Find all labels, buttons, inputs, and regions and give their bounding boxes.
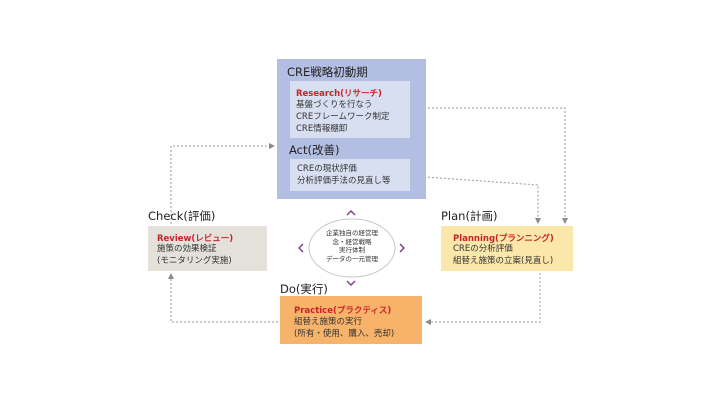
plan-lines: CREの分析評価 組替え施策の立案(見直し) [453,243,553,267]
research-box [290,81,410,138]
chevron-left-icon [298,243,304,253]
center-line: 企業独自の経営理 [326,229,378,237]
do-title: Practice(プラクティス) [294,306,392,316]
do-label: Do(実行) [280,282,328,296]
research-line: CREフレームワーク制定 [296,112,390,122]
check-title: Review(レビュー) [157,234,234,244]
plan-line: CREの分析評価 [453,244,513,254]
check-box [148,226,267,271]
act-lines: CREの現状評価 分析評価手法の見直し等 [297,163,391,187]
chevron-right-icon [399,243,405,253]
center-line: データの一元管理 [326,254,378,263]
research-lines: 基盤づくりを行なう CREフレームワーク制定 CRE情報棚卸 [296,99,389,135]
center-line: 実行体制 [339,246,365,254]
center-text: 企業独自の経営理 念・経営戦略 実行体制 データの一元管理 [309,229,395,263]
center-line: 念・経営戦略 [332,237,372,246]
chevron-down-icon [346,280,356,286]
act-line: CREの現状評価 [297,164,357,174]
arrow-do-to-check [168,273,278,323]
do-line: 組替え施策の実行 [294,317,363,327]
act-box [290,159,410,191]
plan-label: Plan(計画) [441,209,498,223]
arrow-plan-to-do [425,273,541,325]
check-line: 施策の効果検証 [157,244,217,254]
do-line: (所有・使用、購入、売却) [294,329,395,339]
check-lines: 施策の効果検証 (モニタリング実施) [157,243,232,267]
plan-title: Planning(プランニング) [453,234,554,244]
act-line: 分析評価手法の見直し等 [297,176,391,186]
research-line: CRE情報棚卸 [296,124,348,134]
research-line: 基盤づくりを行なう [296,100,373,110]
research-title: Research(リサーチ) [296,89,382,99]
do-box [280,296,422,344]
arrow-check-to-act [170,143,275,224]
check-label: Check(評価) [148,209,216,223]
check-line: (モニタリング実施) [157,256,232,266]
arrow-research-to-plan [412,107,568,224]
cre-strategy-header: CRE戦略初動期 [287,65,368,79]
plan-box [441,226,573,271]
act-label: Act(改善) [289,143,340,157]
center-ellipse [308,218,396,278]
chevron-up-icon [346,210,356,216]
do-lines: 組替え施策の実行 (所有・使用、購入、売却) [294,316,394,340]
plan-line: 組替え施策の立案(見直し) [453,256,554,266]
